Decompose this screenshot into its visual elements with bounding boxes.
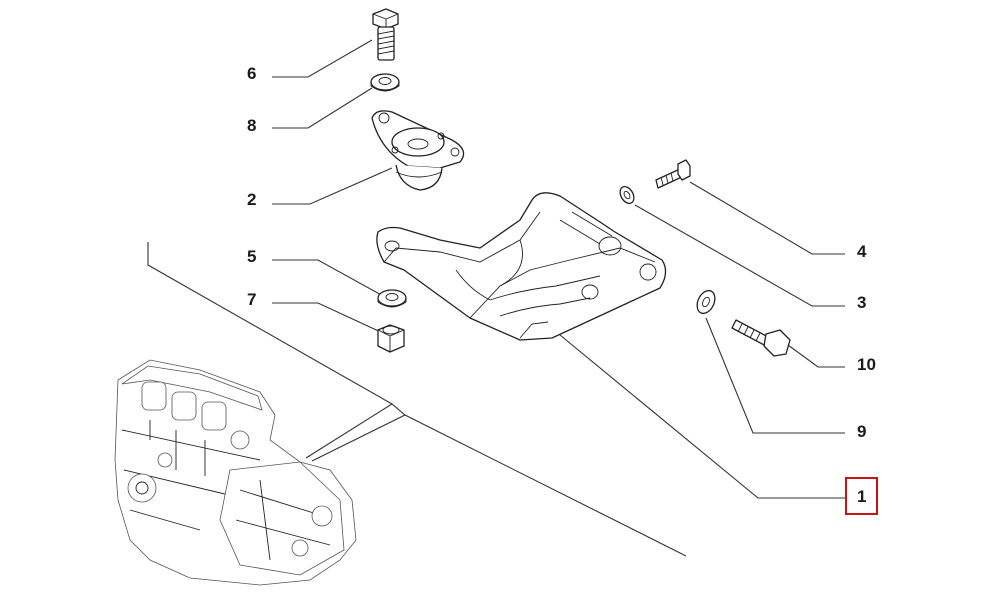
engine-pointer-arrow-2 (311, 414, 406, 462)
selected-callout-highlight (845, 477, 878, 515)
engine-mount-part-2[interactable] (371, 110, 465, 191)
callout-7[interactable]: 7 (247, 290, 256, 309)
callout-4[interactable]: 4 (857, 242, 867, 261)
leader-6 (272, 39, 373, 78)
callout-5[interactable]: 5 (247, 247, 256, 266)
leader-7 (272, 302, 386, 335)
callout-9[interactable]: 9 (857, 422, 866, 441)
leader-3 (634, 204, 845, 307)
callout-3[interactable]: 3 (857, 293, 866, 312)
washer-part-3[interactable] (617, 184, 636, 206)
engine-assembly-illustration (114, 359, 357, 586)
callout-8[interactable]: 8 (247, 116, 256, 135)
washer-part-5[interactable] (377, 289, 407, 308)
nut-part-7[interactable] (377, 324, 405, 353)
callout-2[interactable]: 2 (247, 190, 256, 209)
support-bracket-part-1[interactable] (376, 192, 667, 341)
callout-1[interactable]: 1 (857, 487, 866, 506)
callout-labels: 6 8 2 5 7 4 3 10 9 1 (247, 64, 876, 506)
leader-2 (272, 167, 393, 205)
bolt-part-4[interactable] (655, 159, 691, 189)
callout-10[interactable]: 10 (857, 355, 876, 374)
leader-9 (705, 317, 845, 434)
leader-4 (689, 181, 845, 255)
leader-10 (787, 344, 845, 368)
leader-8 (272, 87, 373, 129)
callout-6[interactable]: 6 (247, 64, 256, 83)
washer-part-9[interactable] (694, 288, 719, 317)
leader-lines (147, 39, 845, 557)
bolt-part-10[interactable] (731, 319, 791, 357)
engine-pointer-arrow (305, 403, 393, 459)
bolt-part-6[interactable] (372, 8, 399, 61)
leader-5 (272, 259, 386, 298)
washer-part-8[interactable] (370, 73, 400, 92)
leader-1 (559, 334, 845, 499)
